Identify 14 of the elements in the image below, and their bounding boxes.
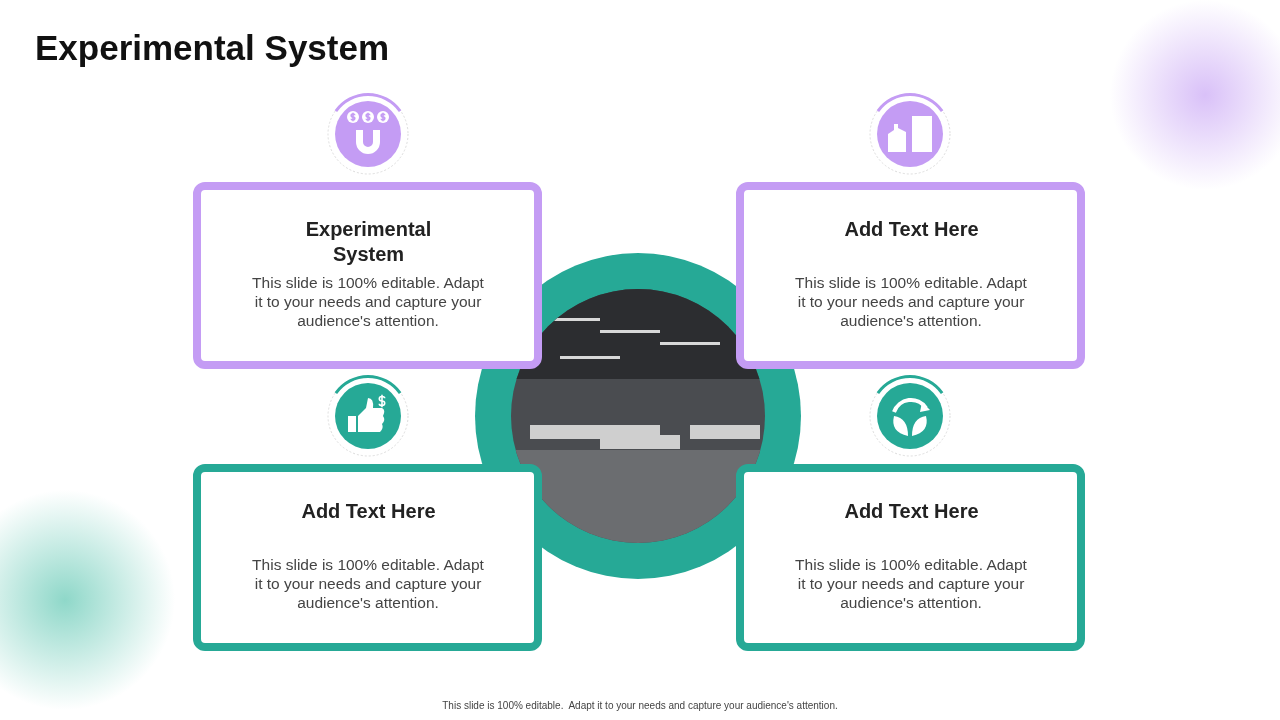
footer-note: This slide is 100% editable. Adapt it to your needs and capture your audience's attention.	[441, 700, 839, 711]
text-card	[736, 182, 1085, 369]
card-heading: Add Text Here	[300, 499, 437, 524]
card-description: This slide is 100% editable. Adapt it to your needs and capture your audience's attention.	[251, 273, 485, 330]
card-description: This slide is 100% editable. Adapt it to your needs and capture your audience's attention.	[794, 555, 1028, 612]
text-card	[736, 464, 1085, 651]
card-heading: Experimental System	[304, 217, 433, 267]
text-card	[193, 182, 542, 369]
card-description: This slide is 100% editable. Adapt it to your needs and capture your audience's attention.	[251, 555, 485, 612]
card-heading: Add Text Here	[843, 217, 980, 242]
title: Experimental System	[35, 28, 390, 68]
card-description: This slide is 100% editable. Adapt it to your needs and capture your audience's attention.	[794, 273, 1028, 330]
text-card	[193, 464, 542, 651]
card-heading: Add Text Here	[843, 499, 980, 524]
